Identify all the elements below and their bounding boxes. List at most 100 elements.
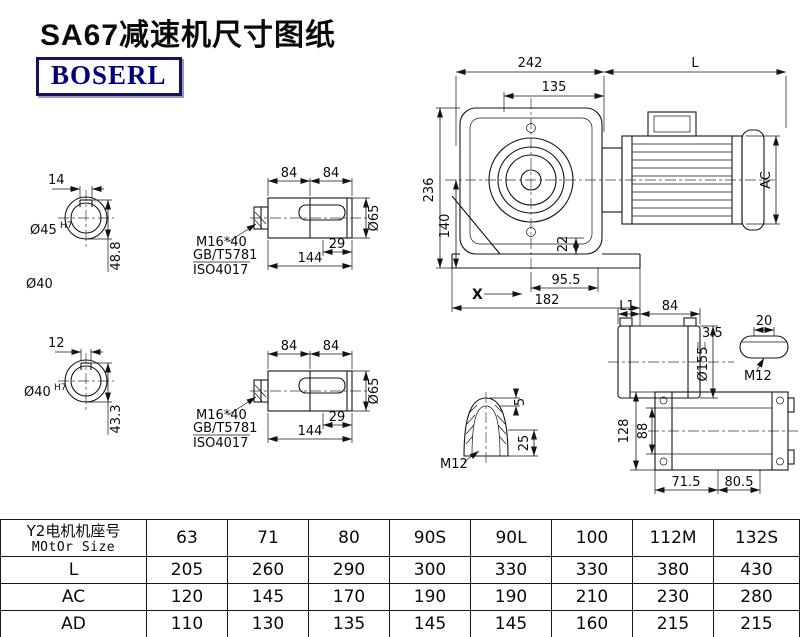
dim-key-width: 20 bbox=[756, 314, 773, 329]
hatching bbox=[465, 404, 507, 445]
terminal-box bbox=[647, 111, 697, 137]
datum-mark: X bbox=[472, 287, 483, 303]
dim-shaft-dia: Ø65 bbox=[367, 205, 382, 232]
value-cell: 145 bbox=[227, 583, 309, 611]
shaft-side-view-bottom: 84 84 29 144 Ø65 M16*40 GB/T5781 ISO4017 bbox=[193, 339, 382, 451]
shaft-side-view-top: 84 84 29 144 Ø65 M16*40 GB/T5781 ISO4017 bbox=[193, 166, 382, 278]
logo-text: BOSERL bbox=[51, 60, 167, 90]
dim-bore-tolerance: H7 bbox=[54, 383, 67, 393]
thread-spec: M12 bbox=[744, 369, 772, 384]
col-header-cell: 80 bbox=[308, 519, 390, 557]
shaft-end-view-top: 14 Ø45 H7 48.8 Ø40 bbox=[26, 173, 124, 292]
col-header-cell: 112M bbox=[632, 519, 714, 557]
bottom-body bbox=[654, 391, 789, 471]
table-row-AC: AC 120 145 170 190 190 210 230 280 bbox=[0, 583, 800, 611]
header-cn: Y2电机机座号 bbox=[26, 521, 121, 540]
dim-side-width: 84 bbox=[662, 299, 679, 314]
thread-spec: M12 bbox=[440, 457, 468, 472]
dim-tip: 5 bbox=[513, 398, 528, 406]
col-header-cell: 90L bbox=[470, 519, 552, 557]
dim-hole-a: 71.5 bbox=[672, 475, 701, 490]
dim-base-width: 182 bbox=[535, 293, 560, 308]
motor-size-table: Y2电机机座号 MOtOr Size 63 71 80 90S 90L 100 … bbox=[0, 519, 800, 637]
dim-motor-dia: AC bbox=[759, 171, 774, 189]
value-cell: 330 bbox=[470, 556, 552, 584]
dim-key-height: 48.8 bbox=[109, 242, 124, 271]
mount-hole bbox=[659, 396, 668, 405]
dim-segment-b: 84 bbox=[323, 166, 340, 181]
col-header-cell: 63 bbox=[146, 519, 228, 557]
value-cell: 290 bbox=[308, 556, 390, 584]
table-row-AD: AD 110 130 135 145 145 160 215 215 bbox=[0, 610, 800, 637]
shaft-bore-circle bbox=[70, 202, 102, 234]
value-cell: 210 bbox=[551, 583, 633, 611]
value-cell: 145 bbox=[389, 610, 471, 637]
dim-outer-dia: Ø40 bbox=[26, 277, 53, 292]
dim-segment-a: 84 bbox=[281, 339, 298, 354]
value-cell: 205 bbox=[146, 556, 228, 584]
value-cell: 230 bbox=[632, 583, 714, 611]
table-row-L: L 205 260 290 300 330 330 380 430 bbox=[0, 556, 800, 584]
dim-keyway-width: 12 bbox=[48, 336, 65, 351]
dim-l1: L1 bbox=[619, 299, 635, 314]
shaft-end-view-bottom: 12 Ø40 H7 43.3 bbox=[24, 336, 124, 435]
mount-hole bbox=[776, 396, 784, 405]
shaft-bore-circle bbox=[70, 365, 102, 397]
value-cell: 215 bbox=[632, 610, 714, 637]
value-cell: 280 bbox=[713, 583, 800, 611]
bolt-hole bbox=[526, 123, 536, 133]
output-flange-circle bbox=[488, 137, 574, 223]
motor-fins bbox=[632, 143, 732, 217]
dim-foot-height: 22 bbox=[556, 236, 571, 253]
dim-plate: 3.5 bbox=[702, 326, 723, 341]
dim-key-length: 29 bbox=[329, 237, 346, 252]
col-header-cell: 132S bbox=[713, 519, 800, 557]
dim-segment-b: 84 bbox=[323, 339, 340, 354]
side-body bbox=[617, 325, 701, 399]
bottom-view: 128 88 71.5 80.5 bbox=[617, 391, 798, 494]
value-cell: 330 bbox=[551, 556, 633, 584]
dim-key-height: 43.3 bbox=[109, 405, 124, 434]
fan-cover bbox=[741, 129, 765, 231]
value-cell: 130 bbox=[227, 610, 309, 637]
value-cell: 145 bbox=[470, 610, 552, 637]
bolt-spec: M16*40 bbox=[196, 235, 247, 250]
main-assembly-view: 242 L 135 236 140 22 AC 9 bbox=[422, 56, 787, 312]
plug-view: 5 25 M12 bbox=[440, 388, 538, 472]
plug-outer bbox=[463, 397, 509, 457]
value-cell: 190 bbox=[389, 583, 471, 611]
value-cell: 430 bbox=[713, 556, 800, 584]
value-cell: 190 bbox=[470, 583, 552, 611]
dim-total-height: 236 bbox=[422, 178, 437, 203]
header-en: MOtOr Size bbox=[31, 539, 116, 555]
standard-iso: ISO4017 bbox=[193, 263, 248, 278]
row-label-cell: AD bbox=[0, 610, 147, 637]
row-label-cell: L bbox=[0, 556, 147, 584]
dim-key-length: 29 bbox=[329, 410, 346, 425]
gearbox-side-view: L1 84 3.5 Ø155 20 M12 bbox=[608, 299, 789, 399]
col-header-cell: 71 bbox=[227, 519, 309, 557]
standard-iso: ISO4017 bbox=[193, 436, 248, 451]
keyway-slot bbox=[298, 204, 346, 221]
value-cell: 260 bbox=[227, 556, 309, 584]
dim-height: 128 bbox=[617, 419, 632, 444]
bolt-spec: M16*40 bbox=[196, 408, 247, 423]
mount-hole bbox=[659, 457, 668, 466]
dim-segment-a: 84 bbox=[281, 166, 298, 181]
dim-bore: Ø40 bbox=[24, 385, 51, 400]
value-cell: 215 bbox=[713, 610, 800, 637]
dim-housing-width: 242 bbox=[518, 56, 543, 71]
value-cell: 135 bbox=[308, 610, 390, 637]
value-cell: 170 bbox=[308, 583, 390, 611]
dim-flange-dia: Ø155 bbox=[696, 346, 711, 381]
gearbox-housing-inner bbox=[469, 117, 593, 245]
value-cell: 380 bbox=[632, 556, 714, 584]
standard-gb: GB/T5781 bbox=[193, 421, 257, 436]
dim-inner-height: 88 bbox=[636, 423, 651, 440]
dim-center-height: 140 bbox=[438, 214, 453, 239]
technical-drawing: 14 Ø45 H7 48.8 Ø40 12 Ø40 H7 bbox=[24, 56, 798, 494]
dim-keyway-width: 14 bbox=[48, 173, 65, 188]
motor-size-header-cell: Y2电机机座号 MOtOr Size bbox=[0, 519, 147, 557]
boserl-logo: BOSERL bbox=[36, 57, 182, 96]
dim-bore-tolerance: H7 bbox=[60, 221, 73, 231]
